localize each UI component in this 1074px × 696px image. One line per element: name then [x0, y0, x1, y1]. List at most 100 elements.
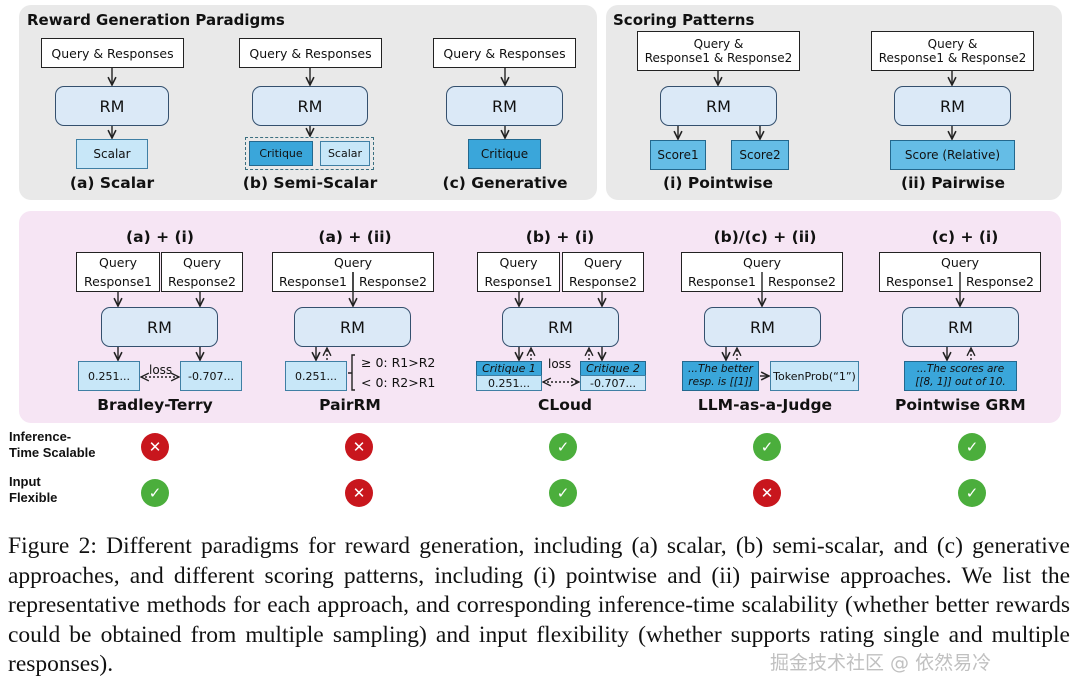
method-4-responses: Response1 Response2 — [681, 271, 843, 292]
method-5-query: Query — [879, 252, 1041, 272]
inference-scalable-label: Inference- Time Scalable — [9, 429, 95, 462]
pairwise-score-relative: Score (Relative) — [890, 140, 1015, 170]
method-4-judge-line2: resp. is [[1]] — [688, 376, 753, 388]
pairwise-input-line1: Query & — [927, 36, 978, 51]
method-1-response1: Response1 — [76, 271, 160, 292]
pointwise-input-line1: Query & — [693, 36, 744, 51]
cross-icon: ✕ — [345, 479, 373, 507]
pointwise-input-line2: Response1 & Response2 — [644, 51, 793, 65]
method-3-critique-2: Critique 2 — [580, 361, 646, 376]
inference-scalable-line2: Time Scalable — [9, 445, 96, 461]
check-icon: ✓ — [549, 433, 577, 461]
method-1-output-1: 0.251... — [78, 361, 140, 391]
paradigm-a-scalar-output: Scalar — [76, 139, 148, 169]
inference-scalable-line1: Inference- — [9, 429, 72, 444]
pointwise-label: (i) Pointwise — [662, 174, 773, 192]
method-3-query-a: Query — [477, 252, 560, 272]
scoring-patterns-title: Scoring Patterns — [613, 11, 755, 29]
paradigm-b-scalar-output: Scalar — [320, 141, 370, 166]
method-1-query-b: Query — [161, 252, 243, 272]
method-5-responses: Response1 Response2 — [879, 271, 1041, 292]
paradigm-b-rm: RM — [252, 86, 368, 126]
method-3-query-b: Query — [562, 252, 644, 272]
method-4-response2: Response2 — [768, 273, 836, 289]
pairwise-input: Query & Response1 & Response2 — [871, 31, 1034, 71]
method-2-name: PairRM — [319, 396, 381, 414]
method-4-response1: Response1 — [688, 273, 756, 289]
watermark: 掘金技术社区 @ 依然易冷 — [770, 652, 992, 674]
pairwise-input-line2: Response1 & Response2 — [878, 51, 1027, 65]
method-1-query-a: Query — [76, 252, 160, 272]
method-4-combo: (b)/(c) + (ii) — [713, 228, 817, 246]
cross-icon: ✕ — [753, 479, 781, 507]
method-4-rm: RM — [704, 307, 821, 347]
input-flexible-line1: Input — [9, 474, 41, 489]
method-4-judge-line1: ...The better — [687, 363, 753, 376]
method-3-rm: RM — [502, 307, 619, 347]
cross-icon: ✕ — [141, 433, 169, 461]
method-5-grm-line2: [[8, 1]] out of 10. — [915, 376, 1006, 388]
method-2-rm: RM — [294, 307, 411, 347]
reward-generation-title: Reward Generation Paradigms — [27, 11, 285, 29]
method-1-combo: (a) + (i) — [126, 228, 194, 246]
paradigm-b-critique-output: Critique — [249, 141, 313, 166]
pairwise-rm: RM — [894, 86, 1011, 126]
method-1-name: Bradley-Terry — [97, 396, 213, 414]
method-4-query: Query — [681, 252, 843, 272]
method-4-name: LLM-as-a-Judge — [697, 396, 833, 414]
method-1-rm: RM — [101, 307, 218, 347]
method-3-combo: (b) + (i) — [525, 228, 595, 246]
method-5-grm-line1: ...The scores are — [916, 363, 1005, 376]
cross-icon: ✕ — [345, 433, 373, 461]
check-icon: ✓ — [549, 479, 577, 507]
method-2-rule-1: ≥ 0: R1>R2 — [361, 355, 436, 370]
check-icon: ✓ — [958, 479, 986, 507]
method-3-response1: Response1 — [477, 271, 560, 292]
pointwise-score2: Score2 — [731, 140, 789, 170]
paradigm-c-rm: RM — [446, 86, 563, 126]
paradigm-c-input: Query & Responses — [433, 38, 576, 68]
check-icon: ✓ — [958, 433, 986, 461]
method-3-critique-1: Critique 1 — [476, 361, 542, 376]
paradigm-b-input: Query & Responses — [239, 38, 382, 68]
method-1-loss-label: loss — [149, 363, 173, 377]
method-1-response2: Response2 — [161, 271, 243, 292]
paradigm-a-label: (a) Scalar — [69, 174, 155, 192]
pointwise-input: Query & Response1 & Response2 — [637, 31, 800, 71]
method-3-loss-label: loss — [548, 357, 572, 371]
method-5-rm: RM — [902, 307, 1019, 347]
method-2-query: Query — [272, 252, 434, 272]
pointwise-score1: Score1 — [650, 140, 706, 170]
method-3-output-2: -0.707... — [580, 375, 646, 391]
method-2-rule-2: < 0: R2>R1 — [361, 375, 436, 390]
method-4-token-prob: TokenProb(“1”) — [770, 361, 859, 391]
check-icon: ✓ — [753, 433, 781, 461]
paradigm-b-label: (b) Semi-Scalar — [242, 174, 378, 192]
method-5-response1: Response1 — [886, 273, 954, 289]
method-2-response2: Response2 — [359, 273, 427, 289]
method-2-responses: Response1 Response2 — [272, 271, 434, 292]
method-5-response2: Response2 — [966, 273, 1034, 289]
method-2-response1: Response1 — [279, 273, 347, 289]
paradigm-c-critique-output: Critique — [468, 139, 541, 169]
pairwise-label: (ii) Pairwise — [901, 174, 1005, 192]
paradigm-a-rm: RM — [55, 86, 169, 126]
input-flexible-line2: Flexible — [9, 490, 58, 506]
figure-caption: Figure 2: Different paradigms for reward… — [8, 533, 1070, 677]
method-3-response2: Response2 — [562, 271, 644, 292]
paradigm-a-input: Query & Responses — [41, 38, 184, 68]
method-1-output-2: -0.707... — [180, 361, 242, 391]
input-flexible-label: Input Flexible — [9, 474, 57, 507]
method-2-combo: (a) + (ii) — [318, 228, 392, 246]
method-4-judge-output: ...The better resp. is [[1]] — [682, 361, 759, 391]
paradigm-c-label: (c) Generative — [442, 174, 568, 192]
method-5-combo: (c) + (i) — [931, 228, 999, 246]
check-icon: ✓ — [141, 479, 169, 507]
paradigm-b-output-group — [245, 137, 374, 170]
method-2-output: 0.251... — [285, 361, 347, 391]
method-5-grm-output: ...The scores are [[8, 1]] out of 10. — [904, 361, 1017, 391]
pointwise-rm: RM — [660, 86, 777, 126]
method-5-name: Pointwise GRM — [895, 396, 1026, 414]
method-3-output-1: 0.251... — [476, 375, 542, 391]
method-3-name: CLoud — [537, 396, 593, 414]
